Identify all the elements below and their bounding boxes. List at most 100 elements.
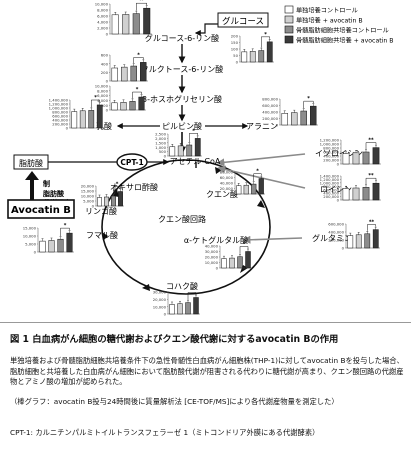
tick-label: 10,000 bbox=[95, 2, 109, 7]
significance-bracket bbox=[132, 91, 142, 99]
tick-label: 1,200,000 bbox=[49, 102, 69, 107]
tick-label: 20,000 bbox=[153, 297, 167, 302]
tick-label: 2,500 bbox=[155, 132, 166, 137]
bar bbox=[251, 183, 257, 195]
significance-bracket bbox=[253, 173, 262, 182]
label-avocatin: Avocatin B bbox=[11, 205, 71, 216]
bar bbox=[362, 187, 370, 201]
bar bbox=[364, 233, 371, 249]
tick-label: 1,000,000 bbox=[320, 180, 340, 185]
bar bbox=[111, 67, 118, 82]
significance-label: ** bbox=[369, 220, 375, 226]
tick-label: 0 bbox=[66, 126, 69, 131]
bar-charts: 10,0008,0006,0004,0002,0000**20015010050… bbox=[23, 0, 381, 317]
tick-label: 20,000 bbox=[220, 186, 234, 191]
tick-label: 2,000 bbox=[97, 103, 108, 108]
tick-label: 800,000 bbox=[323, 146, 339, 151]
tick-label: 15,000 bbox=[81, 189, 95, 194]
tick-label: 4,000 bbox=[97, 20, 108, 25]
tick-label: 6,000 bbox=[97, 14, 108, 19]
label-akg: α-ケトグルタル酸 bbox=[184, 235, 248, 245]
arrow-glucose-g6p bbox=[194, 23, 218, 36]
tick-label: 50 bbox=[233, 53, 238, 58]
bar bbox=[118, 191, 123, 207]
label-malate: リンゴ酸 bbox=[85, 206, 117, 216]
figure-caption-body: 単独培養および骨髄脂肪細胞共培養条件下の急性骨髄性白血病がん細胞株(THP-1)… bbox=[10, 356, 404, 387]
tick-label: 1,000 bbox=[155, 145, 166, 150]
label-f6p: フルクトース-6-リン酸 bbox=[141, 64, 223, 74]
bar bbox=[57, 238, 64, 253]
tick-label: 200,000 bbox=[262, 116, 278, 121]
bar bbox=[169, 304, 175, 315]
significance-bracket bbox=[133, 57, 144, 64]
label-isoleucine: イソロイシン bbox=[315, 149, 363, 158]
tick-label: 0 bbox=[236, 60, 239, 65]
significance-label: * bbox=[307, 96, 310, 102]
tick-label: 20,000 bbox=[205, 255, 219, 260]
label-g6p: グルコース-6-リン酸 bbox=[145, 33, 219, 43]
tick-label: 2,000 bbox=[155, 136, 166, 141]
legend-item-label: 骨髄脂肪細胞共培養コントロール bbox=[296, 27, 389, 35]
tick-label: 1,000,000 bbox=[320, 142, 340, 147]
tick-label: 0 bbox=[164, 312, 167, 317]
label-glucose: グルコース bbox=[222, 16, 264, 27]
tick-label: 200 bbox=[101, 70, 109, 75]
tick-label: 0 bbox=[34, 250, 37, 255]
glucose-box bbox=[217, 12, 269, 28]
avocatin-box bbox=[7, 199, 75, 219]
bar bbox=[258, 50, 265, 63]
label-3pg: 3-ホスホグリセリン酸 bbox=[142, 94, 222, 104]
legend-swatch bbox=[284, 15, 294, 24]
figure-caption-note: （棒グラフ：avocatin B投与24時間後に質量解析法 [CE-TOF/MS… bbox=[10, 397, 339, 406]
tick-label: 2,000 bbox=[97, 26, 108, 31]
tick-label: 0 bbox=[164, 154, 167, 159]
tick-label: 0 bbox=[337, 162, 340, 167]
bar bbox=[221, 258, 227, 269]
tick-label: 8,000 bbox=[97, 88, 108, 93]
tick-label: 5,000 bbox=[83, 199, 94, 204]
tick-label: 600,000 bbox=[262, 103, 278, 108]
tick-label: 400,000 bbox=[323, 191, 339, 196]
tick-label: 150 bbox=[231, 40, 239, 45]
legend-item-label: 単独培養コントロール bbox=[296, 7, 358, 15]
bar bbox=[362, 151, 370, 165]
bar bbox=[121, 66, 128, 82]
bar-chart-leucine: 1,400,0001,200,0001,000,000800,000600,00… bbox=[320, 173, 381, 203]
significance-bracket bbox=[113, 186, 121, 193]
tick-label: 800,000 bbox=[262, 97, 278, 102]
tick-label: 10,000 bbox=[95, 84, 109, 89]
tick-label: 0 bbox=[231, 192, 234, 197]
significance-label: * bbox=[264, 32, 267, 38]
bar bbox=[130, 65, 137, 82]
tick-label: 1,400,000 bbox=[320, 174, 340, 179]
label-alanine: アラニン bbox=[246, 122, 278, 131]
tca-arrow-head-6 bbox=[113, 189, 119, 197]
significance-bracket bbox=[136, 2, 147, 11]
tick-label: 5,000 bbox=[25, 242, 36, 247]
bar bbox=[79, 110, 86, 129]
significance-label: * bbox=[137, 52, 140, 58]
bar bbox=[186, 144, 193, 157]
significance-label: ** bbox=[139, 0, 145, 4]
tick-label: 40,000 bbox=[205, 244, 219, 249]
tick-label: 40,000 bbox=[220, 181, 234, 186]
tick-label: 400,000 bbox=[328, 230, 344, 235]
bar bbox=[372, 147, 380, 165]
tick-label: 0 bbox=[92, 204, 95, 209]
bar bbox=[291, 112, 298, 126]
tick-label: 0 bbox=[342, 246, 345, 251]
significance-bracket bbox=[189, 133, 198, 142]
tick-label: 200,000 bbox=[52, 122, 68, 127]
tick-label: 10,000 bbox=[205, 260, 219, 265]
bar bbox=[249, 51, 256, 63]
bar bbox=[237, 256, 243, 269]
bar bbox=[97, 197, 102, 207]
bar bbox=[140, 62, 147, 82]
tick-label: 400,000 bbox=[52, 118, 68, 123]
bar bbox=[342, 153, 350, 165]
